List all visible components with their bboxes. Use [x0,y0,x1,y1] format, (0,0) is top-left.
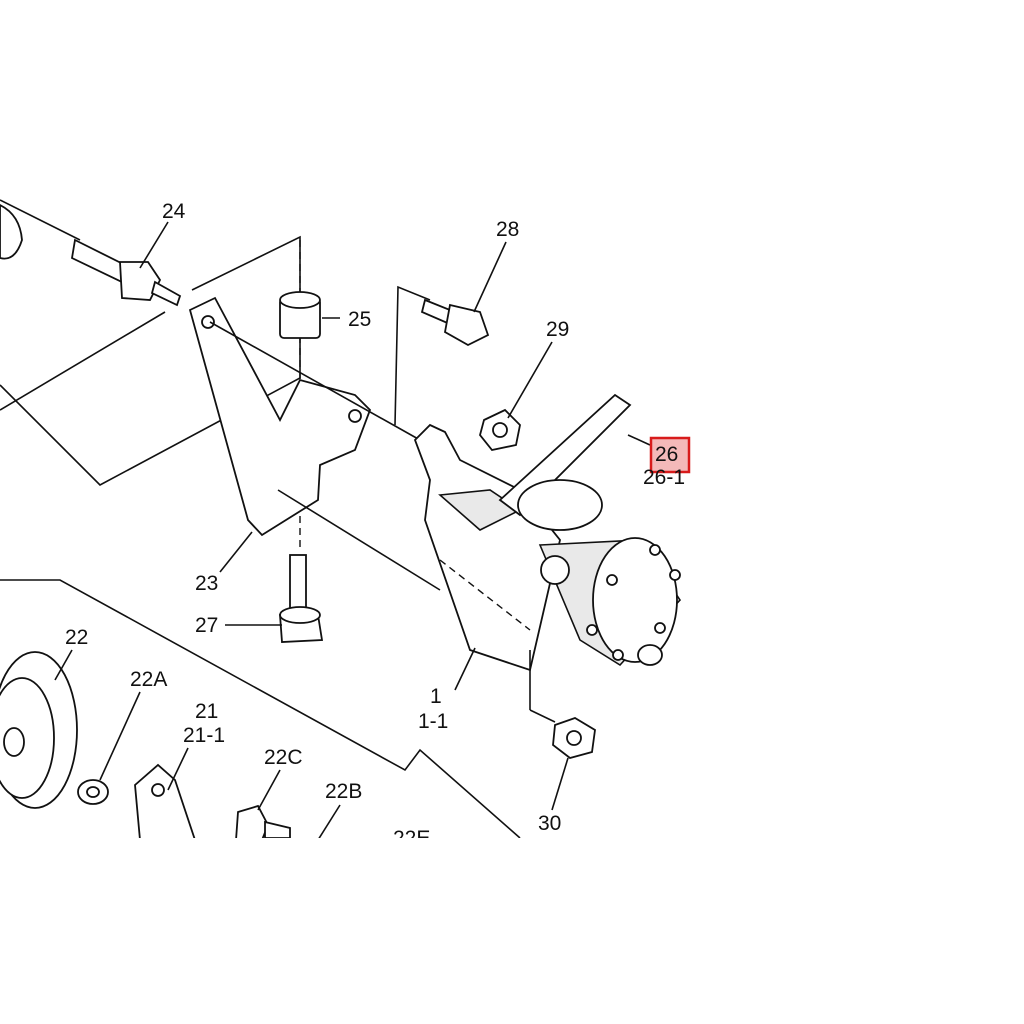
label-22a[interactable]: 22A [130,668,167,691]
bolt-22c-icon [235,804,269,838]
label-28[interactable]: 28 [496,218,519,241]
collar-25-icon [279,291,321,339]
frame-line [0,579,521,838]
nut-29-icon [479,408,521,451]
label-26-1[interactable]: 26-1 [643,466,685,489]
bolt-27-icon [279,554,324,643]
label-1[interactable]: 1 [430,685,442,708]
label-27[interactable]: 27 [195,614,218,637]
label-22c[interactable]: 22C [264,746,303,769]
partial-part-icon [0,203,23,260]
label-21[interactable]: 21 [195,700,218,723]
label-23[interactable]: 23 [195,572,218,595]
stud-bolt-24-icon [71,238,182,307]
label-21-1[interactable]: 21-1 [183,724,225,747]
label-29[interactable]: 29 [546,318,569,341]
label-22e[interactable]: 22E [393,827,430,850]
label-30[interactable]: 30 [538,812,561,835]
label-1-1[interactable]: 1-1 [418,710,448,733]
label-24[interactable]: 24 [162,200,186,223]
label-22b[interactable]: 22B [325,780,362,803]
label-25[interactable]: 25 [348,308,371,331]
bracket-23-icon [188,296,372,537]
pump-assembly-1-icon [413,393,682,672]
bolt-28-icon [420,298,490,347]
bracket-21-icon [134,763,196,838]
nut-30-icon [552,717,596,759]
frame-line [394,285,431,426]
label-26[interactable]: 26 [655,443,678,466]
label-22[interactable]: 22 [65,626,88,649]
frame-line [0,311,166,411]
pulley-22-icon [0,651,78,809]
highlight-box [649,436,691,474]
pulley-belt-icon [498,393,632,517]
